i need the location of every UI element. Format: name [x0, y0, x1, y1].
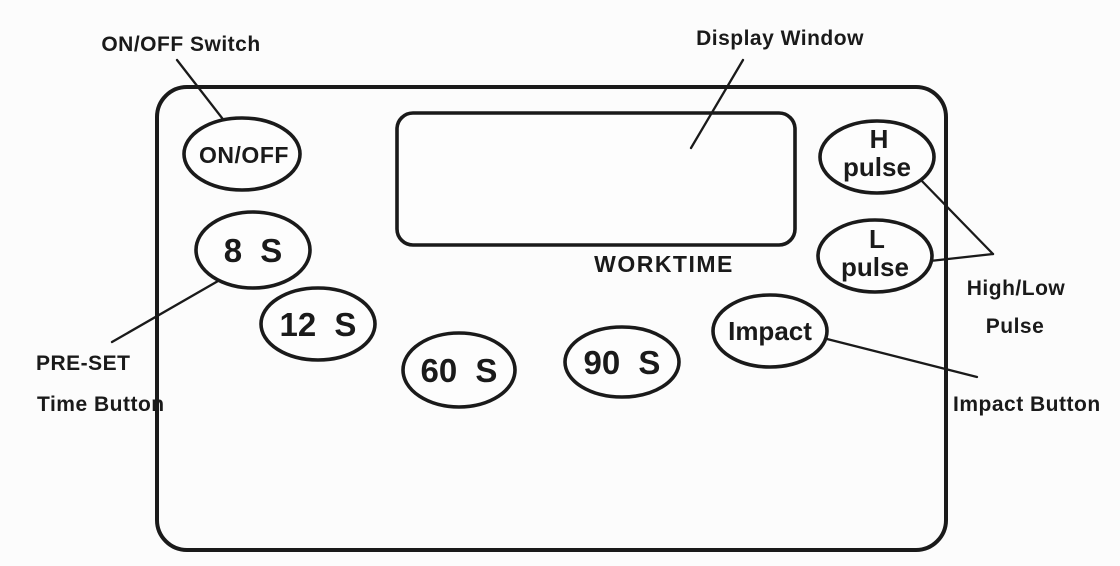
- l-pulse-label-line1: L: [869, 224, 885, 254]
- preset-60s-outline[interactable]: [401, 331, 517, 409]
- h-pulse-label-line1: H: [870, 124, 889, 154]
- onoff-button-outline[interactable]: [182, 116, 302, 192]
- display-window: [395, 111, 797, 247]
- preset-90s-label: 90 S: [584, 344, 661, 381]
- annotation-display-window: Display Window: [696, 27, 864, 50]
- preset-60s-button[interactable]: 60 S: [401, 331, 517, 409]
- device-panel-body: [155, 85, 948, 552]
- preset-8s-label: 8 S: [224, 232, 283, 269]
- l-pulse-button[interactable]: L pulse: [816, 218, 934, 294]
- preset-90s-outline[interactable]: [563, 325, 681, 399]
- l-pulse-outline[interactable]: [816, 218, 934, 294]
- preset-8s-outline[interactable]: [194, 210, 312, 290]
- l-pulse-label-line2: pulse: [841, 252, 909, 282]
- annotation-highlow-line1: High/Low: [967, 277, 1066, 300]
- preset-12s-outline[interactable]: [259, 286, 377, 362]
- preset-90s-button[interactable]: 90 S: [563, 325, 681, 399]
- onoff-button[interactable]: ON/OFF: [182, 116, 302, 192]
- worktime-label: WORKTIME: [594, 251, 734, 277]
- preset-60s-label: 60 S: [421, 352, 498, 389]
- annotation-highlow-line2: Pulse: [986, 315, 1045, 338]
- display-callout-line: [689, 58, 745, 150]
- preset-callout-line: [110, 275, 227, 344]
- hpulse-callout-line: [916, 175, 995, 256]
- h-pulse-label-line2: pulse: [843, 152, 911, 182]
- lpulse-callout-line: [928, 252, 995, 263]
- annotation-impact-button: Impact Button: [953, 393, 1101, 416]
- h-pulse-outline[interactable]: [818, 119, 936, 195]
- preset-12s-label: 12 S: [280, 306, 357, 343]
- impact-button-outline[interactable]: [711, 293, 829, 369]
- impact-callout-line: [825, 337, 979, 379]
- preset-8s-button[interactable]: 8 S: [194, 210, 312, 290]
- h-pulse-button[interactable]: H pulse: [818, 119, 936, 195]
- annotation-preset-line2: Time Button: [37, 393, 165, 416]
- annotation-preset-line1: PRE-SET: [36, 352, 131, 375]
- onoff-button-label: ON/OFF: [199, 142, 289, 168]
- impact-button[interactable]: Impact: [711, 293, 829, 369]
- preset-12s-button[interactable]: 12 S: [259, 286, 377, 362]
- impact-button-label: Impact: [728, 316, 812, 346]
- annotation-onoff-switch: ON/OFF Switch: [101, 33, 260, 56]
